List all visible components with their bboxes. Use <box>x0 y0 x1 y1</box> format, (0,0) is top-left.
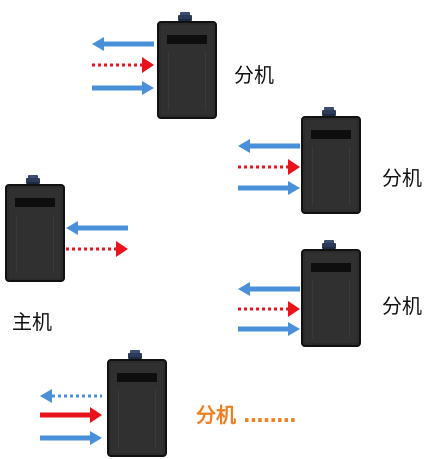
slave-device-2 <box>301 106 361 214</box>
arrow-right-dotted-icon <box>64 239 130 259</box>
arrow-left-icon <box>66 221 128 235</box>
radio-device-icon <box>107 349 167 457</box>
master-arrows <box>64 221 132 262</box>
slave-device-1 <box>157 11 217 119</box>
master-device <box>5 174 65 282</box>
slave-device-3 <box>301 239 361 347</box>
radio-device-icon <box>301 239 361 347</box>
arrow-right-icon <box>40 407 102 423</box>
ellipsis-text: ........ <box>242 403 297 427</box>
arrow-right-dotted-icon <box>90 55 156 75</box>
radio-device-icon <box>157 11 217 119</box>
master-label: 主机 <box>12 310 52 334</box>
arrow-left-icon <box>238 282 300 296</box>
arrow-right-icon <box>238 322 300 336</box>
radio-device-icon <box>301 106 361 214</box>
arrow-right-dotted-icon <box>236 299 302 319</box>
arrow-left-dotted-icon <box>38 387 104 405</box>
slave-3-label: 分机 <box>382 294 422 318</box>
slave-2-label: 分机 <box>382 166 422 190</box>
arrow-right-icon <box>92 81 154 95</box>
slave-1-label: 分机 <box>234 63 274 87</box>
slave-device-4 <box>107 349 167 457</box>
radio-device-icon <box>5 174 65 282</box>
arrow-left-icon <box>92 37 154 51</box>
arrow-right-icon <box>40 431 102 445</box>
slave-3-arrows <box>236 282 304 345</box>
arrow-right-icon <box>238 181 300 195</box>
slave-1-arrows <box>90 37 158 100</box>
arrow-right-dotted-icon <box>236 157 302 177</box>
arrow-left-icon <box>238 139 300 153</box>
slave-2-arrows <box>236 139 304 202</box>
slave-4-label: 分机 ........ <box>196 403 297 427</box>
slave-4-arrows <box>38 387 106 452</box>
slave-4-label-text: 分机 <box>196 403 236 427</box>
